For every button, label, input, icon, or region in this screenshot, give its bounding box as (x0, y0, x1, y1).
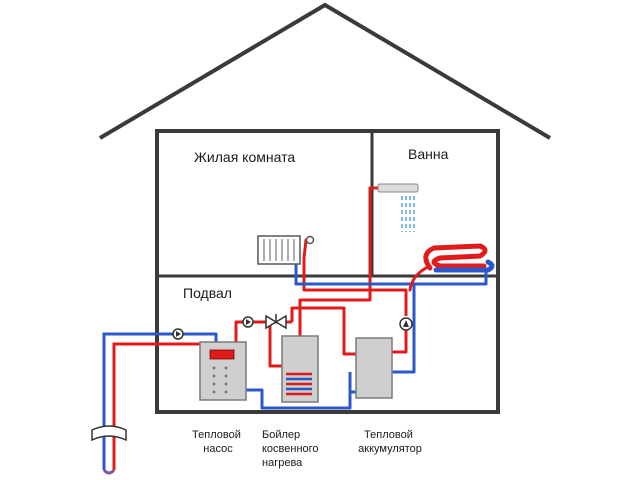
circulation-pump-icon (172, 328, 184, 340)
valve-icon (265, 314, 287, 330)
shower-icon (377, 183, 419, 232)
circulation-pump-icon (399, 317, 413, 331)
radiator-icon (257, 235, 315, 265)
roof (98, 2, 552, 140)
hot-supply-to-accumulator (290, 306, 360, 356)
floor-heating-coil-icon (408, 243, 495, 292)
hot-pipe-accumulator-up (392, 330, 408, 354)
boiler-unit (281, 335, 319, 403)
living-room-label: Жилая комната (194, 149, 295, 165)
heat-accumulator-unit (355, 337, 393, 399)
hot-pipe-to-shower (298, 186, 380, 336)
circulation-pump-icon (242, 316, 254, 328)
cold-return-radiator (294, 264, 414, 286)
accumulator-label: Тепловой аккумулятор (358, 429, 422, 455)
heat-pump-unit (199, 341, 247, 401)
hot-pipe-to-radiator (302, 238, 408, 316)
heat-pump-display (209, 349, 235, 360)
ground-probe-icon (91, 332, 166, 475)
house-structure (98, 2, 552, 414)
boiler-label: Бойлер косвенного нагрева (262, 429, 322, 469)
cold-return-main (236, 372, 352, 410)
heat-pump-label: Тепловой насос (192, 429, 244, 455)
bathroom-label: Ванна (408, 146, 449, 162)
basement-label: Подвал (183, 285, 232, 301)
